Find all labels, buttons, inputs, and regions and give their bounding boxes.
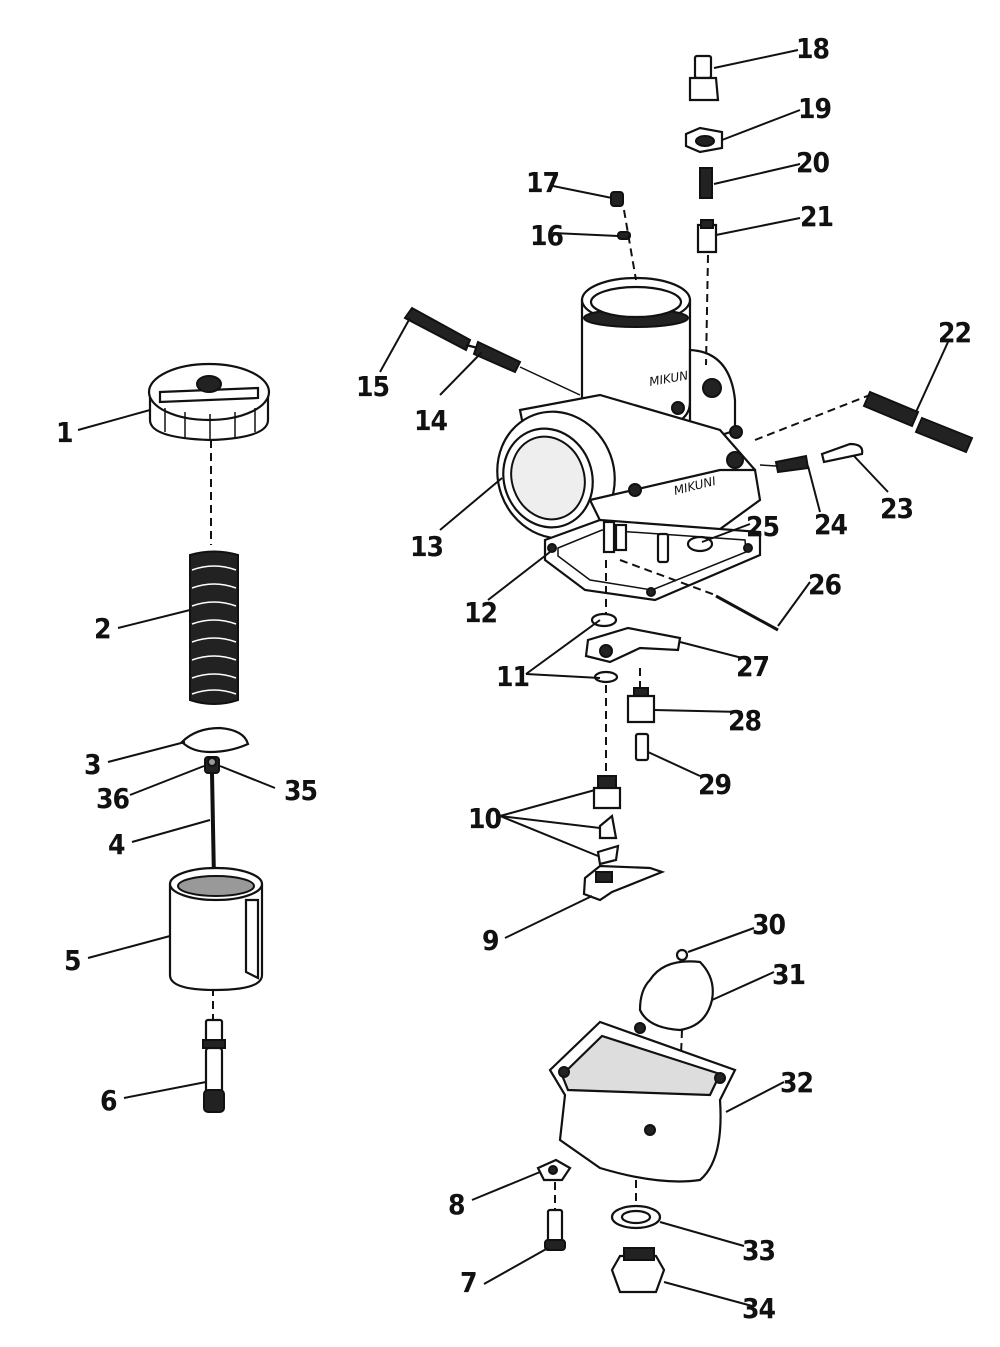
part-26-float-pin xyxy=(619,559,779,632)
callout-14: 14 xyxy=(414,404,448,437)
callout-21: 21 xyxy=(800,200,833,233)
part-4-jet-needle xyxy=(210,772,216,881)
leader-lines xyxy=(77,49,949,1307)
callout-15: 15 xyxy=(356,370,389,403)
callout-20: 20 xyxy=(796,146,830,179)
callout-33: 33 xyxy=(742,1234,775,1267)
part-16-17-screw-washer xyxy=(610,191,637,281)
part-35-36-needle-clip xyxy=(204,756,220,774)
part-5-throttle-valve xyxy=(168,866,264,992)
callout-28: 28 xyxy=(728,704,761,737)
callout-23: 23 xyxy=(880,492,913,525)
callout-30: 30 xyxy=(752,908,786,941)
part-10-float-valve xyxy=(592,775,622,866)
part-28-29-jets xyxy=(626,668,656,762)
part-6-adjuster xyxy=(202,1018,226,1113)
callout-26: 26 xyxy=(808,568,842,601)
callout-25: 25 xyxy=(746,510,779,543)
callout-13: 13 xyxy=(410,530,443,563)
part-14-15-air-screw-spring xyxy=(403,306,581,396)
part-18-21-cable-adjuster xyxy=(684,54,724,366)
callout-18: 18 xyxy=(796,32,829,65)
callout-7: 7 xyxy=(460,1266,477,1299)
part-22-fuel-pipe xyxy=(754,390,974,454)
part-9-float-arm xyxy=(582,864,666,902)
carburetor-body: MIKUNI MIKUNI xyxy=(496,276,762,602)
callout-16: 16 xyxy=(530,219,564,252)
callout-11: 11 xyxy=(496,660,529,693)
callout-3: 3 xyxy=(84,748,101,781)
callout-31: 31 xyxy=(772,958,805,991)
callout-24: 24 xyxy=(814,508,848,541)
callout-17: 17 xyxy=(526,166,559,199)
callout-2: 2 xyxy=(94,612,111,645)
callout-6: 6 xyxy=(100,1084,117,1117)
part-25-plug xyxy=(656,532,714,564)
callout-1: 1 xyxy=(56,416,73,449)
callout-36: 36 xyxy=(96,782,130,815)
part-23-24-pilot-screw-spring xyxy=(759,442,864,474)
callout-19: 19 xyxy=(798,92,831,125)
callout-labels: 1 2 3 36 35 4 5 6 7 8 9 10 11 12 13 14 1… xyxy=(56,32,972,1325)
callout-27: 27 xyxy=(736,650,769,683)
callout-10: 10 xyxy=(468,802,502,835)
float-bowl-assembly xyxy=(536,948,737,1294)
part-3-needle-plate xyxy=(180,726,250,754)
part-11-27-float-arm xyxy=(584,560,682,775)
part-2-throttle-spring xyxy=(189,550,239,705)
callout-29: 29 xyxy=(698,768,731,801)
callout-34: 34 xyxy=(742,1292,776,1325)
left-assembly xyxy=(147,362,271,1113)
callout-35: 35 xyxy=(284,774,317,807)
callout-8: 8 xyxy=(448,1188,465,1221)
callout-32: 32 xyxy=(780,1066,813,1099)
callout-4: 4 xyxy=(108,828,125,861)
callout-5: 5 xyxy=(64,944,81,977)
callout-12: 12 xyxy=(464,596,497,629)
callout-9: 9 xyxy=(482,924,499,957)
part-1-mixing-chamber-cap xyxy=(147,362,271,442)
callout-22: 22 xyxy=(938,316,971,349)
